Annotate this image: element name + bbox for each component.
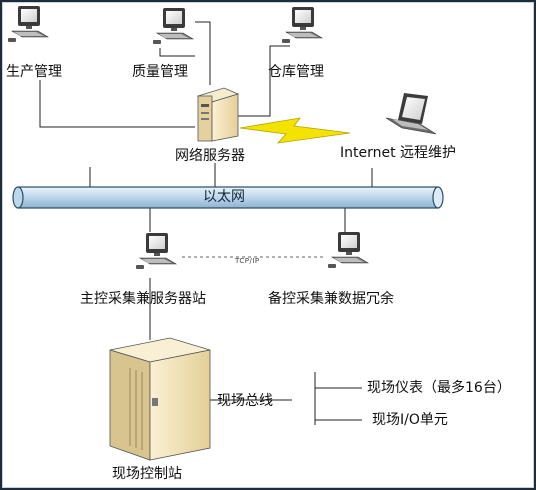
remote-maintenance-label: Internet 远程维护 xyxy=(340,145,457,161)
internet-lightning-icon xyxy=(239,117,351,144)
field-instruments-label: 现场仪表（最多16台） xyxy=(367,380,511,396)
field-control-station-label: 现场控制站 xyxy=(112,466,182,482)
field-io-label: 现场I/O单元 xyxy=(372,412,448,428)
tcpip-label: TCP/IP xyxy=(235,257,260,265)
link-warehouse xyxy=(238,45,290,117)
warehouse-computer-icon xyxy=(281,6,323,44)
link-quality xyxy=(195,21,211,85)
network-server-label: 网络服务器 xyxy=(175,148,245,164)
field-control-station-icon xyxy=(109,337,211,461)
production-computer-icon xyxy=(7,5,49,43)
warehouse-management-label: 仓库管理 xyxy=(268,64,324,80)
master-station-label: 主控采集兼服务器站 xyxy=(80,291,206,307)
quality-management-label: 质量管理 xyxy=(132,64,188,80)
production-management-label: 生产管理 xyxy=(6,64,62,80)
laptop-icon xyxy=(385,93,437,135)
fieldbus-label: 现场总线 xyxy=(217,393,273,409)
backup-station-computer-icon xyxy=(327,231,369,269)
network-server-icon xyxy=(196,87,240,142)
link-production xyxy=(39,80,195,128)
quality-computer-icon xyxy=(152,7,194,45)
ethernet-label: 以太网 xyxy=(203,189,245,205)
backup-station-label: 备控采集兼数据冗余 xyxy=(268,291,394,307)
connection-lines xyxy=(39,21,373,425)
master-station-computer-icon xyxy=(135,232,177,270)
ethernet-bus xyxy=(12,186,444,209)
